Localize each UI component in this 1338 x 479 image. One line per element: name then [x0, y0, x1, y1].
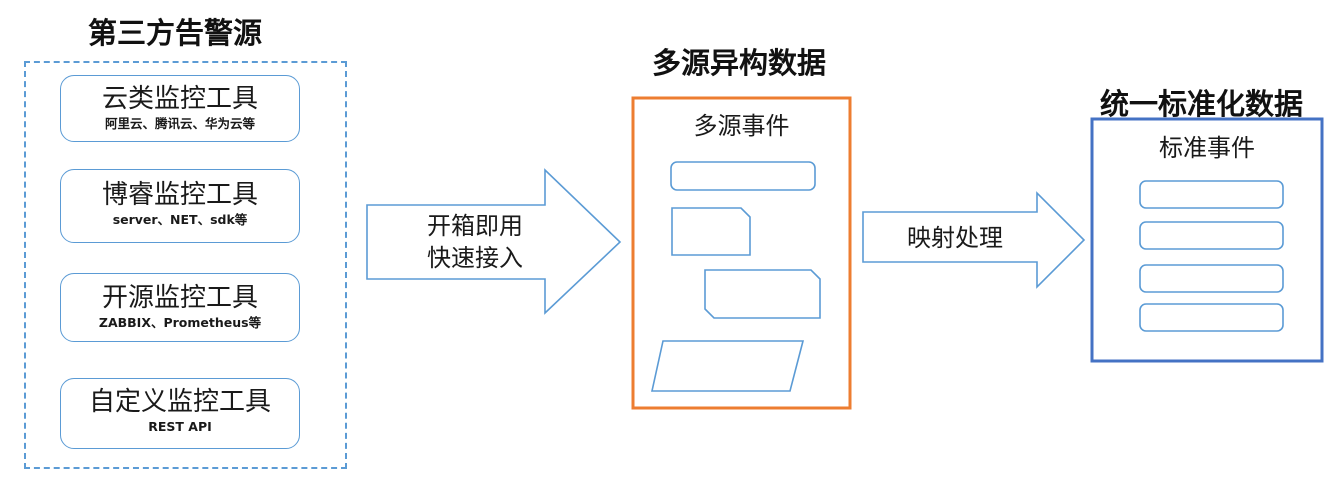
event-shape-snipped [704, 269, 821, 319]
tool-card-title: 开源监控工具 [101, 283, 258, 313]
tool-card-custom: 自定义监控工具 REST API [60, 378, 300, 449]
standard-row-1 [1139, 180, 1284, 209]
multi-source-events-title: 多源事件 [693, 112, 790, 140]
tool-card-subtitle: ZABBIX、Prometheus等 [98, 315, 262, 330]
standard-row-3 [1139, 264, 1284, 293]
arrow-shape-1 [366, 168, 622, 315]
standard-row-4 [1139, 303, 1284, 332]
standardized-data-heading: 统一标准化数据 [1100, 87, 1304, 121]
tool-card-title: 博睿监控工具 [101, 180, 258, 210]
heterogeneous-data-heading: 多源异构数据 [652, 46, 827, 80]
arrow-label-line-2: 快速接入 [427, 244, 523, 272]
standard-events-title: 标准事件 [1159, 134, 1255, 162]
arrow-label-line-1: 开箱即用 [427, 212, 523, 240]
standard-row-2 [1139, 221, 1284, 250]
tool-card-subtitle: server、NET、sdk等 [112, 212, 248, 227]
tool-card-cloud: 云类监控工具 阿里云、腾讯云、华为云等 [60, 75, 300, 142]
third-party-sources-heading: 第三方告警源 [88, 16, 263, 50]
tool-card-subtitle: REST API [148, 419, 212, 434]
arrow-shape-2 [862, 191, 1086, 289]
event-shape-cut-corner [671, 207, 751, 256]
arrow-label-mapping: 映射处理 [907, 224, 1003, 252]
tool-card-subtitle: 阿里云、腾讯云、华为云等 [104, 116, 255, 131]
tool-card-title: 云类监控工具 [101, 84, 258, 114]
event-shape-rounded [670, 161, 816, 191]
event-shape-parallelogram [651, 340, 805, 392]
tool-card-open-source: 开源监控工具 ZABBIX、Prometheus等 [60, 273, 300, 342]
tool-card-bonree: 博睿监控工具 server、NET、sdk等 [60, 169, 300, 243]
third-party-sources-container [24, 61, 347, 469]
arrow-label-quick-access: 开箱即用 快速接入 [405, 210, 545, 274]
tool-card-title: 自定义监控工具 [88, 387, 271, 417]
